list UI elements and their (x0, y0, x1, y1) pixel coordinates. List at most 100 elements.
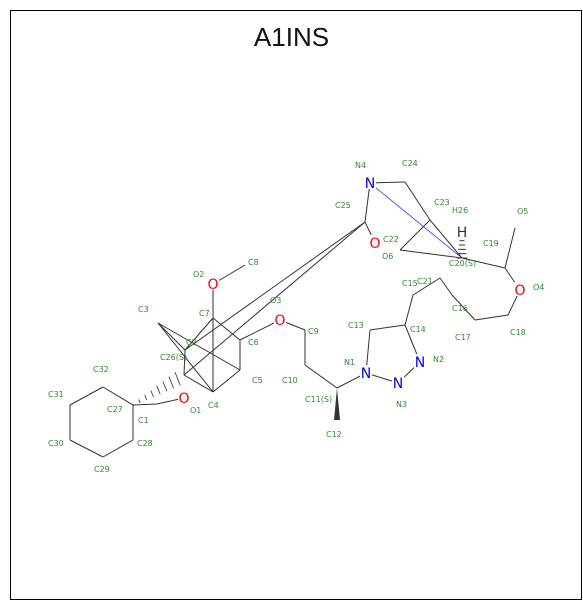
atom-label-c6: C6 (248, 338, 259, 347)
atom-label-c28: C28 (137, 439, 153, 448)
atom-label-c20: C20(S) (449, 259, 476, 268)
atom-label-c9: C9 (308, 327, 319, 336)
bond-C2-C7 (184, 317, 214, 351)
atom-label-c22: C22 (383, 235, 399, 244)
atom-label-c11: C11(S) (305, 395, 332, 404)
hash-wedge-segment (144, 394, 148, 401)
bond-C10-C11 (304, 364, 338, 389)
bond-C3-C5 (157, 322, 241, 371)
atom-symbol-o4: O (514, 283, 525, 299)
bond-C19-C20 (461, 257, 506, 269)
hash-wedge-segment (138, 399, 141, 404)
atom-label-c17: C17 (455, 333, 471, 342)
atom-label-c10: C10 (282, 376, 298, 385)
atom-label-c31: C31 (48, 390, 64, 399)
atom-label-c8: C8 (248, 258, 259, 267)
bond-C14-C15 (404, 294, 414, 326)
atom-label-c26: C26(S) (160, 353, 187, 362)
atom-label-o5: O5 (517, 207, 528, 216)
bond-N4-C25 (364, 182, 371, 223)
atom-label-n1: N1 (344, 358, 355, 367)
hash-wedge-segment (174, 372, 181, 386)
symbol-backdrop (514, 282, 526, 296)
bond-C29-C30 (69, 439, 104, 458)
atom-label-c27: C27 (107, 405, 123, 414)
bond-C20-C22 (399, 249, 463, 259)
atom-label-o1: O1 (190, 406, 201, 415)
bond-C26-C25 (183, 221, 366, 376)
atom-symbol-n3: N (393, 376, 403, 392)
symbol-backdrop (360, 365, 372, 379)
hash-wedge-segment (132, 403, 134, 407)
bond-C27-C1 (132, 403, 158, 406)
atom-label-c13: C13 (348, 321, 364, 330)
symbol-backdrop (392, 375, 404, 389)
atom-label-c12: C12 (326, 430, 342, 439)
bond-C13-C14 (369, 324, 406, 331)
bond-C4-C26 (183, 374, 214, 393)
atom-label-c23: C23 (434, 198, 450, 207)
bond-C2-C3 (157, 322, 186, 351)
atom-label-c15: C15 (402, 279, 418, 288)
atom-label-h26: H26 (452, 206, 468, 215)
bond-C16-C17 (451, 294, 476, 321)
bond-C31-C32 (69, 386, 104, 406)
bond-C22-C23 (399, 219, 431, 251)
molecule-title: A1INS (253, 22, 330, 52)
symbol-backdrop (207, 276, 219, 290)
atom-label-c29: C29 (94, 465, 110, 474)
symbol-backdrop (414, 354, 426, 368)
atom-label-c14: C14 (410, 325, 426, 334)
diagram-frame (10, 10, 582, 600)
bond-C20-C23 (429, 219, 463, 259)
atom-symbol-h26: H (457, 225, 468, 241)
atom-label-c1: C1 (138, 416, 149, 425)
atom-label-o4: O4 (533, 283, 544, 292)
atom-symbol-n4: N (365, 176, 375, 192)
bond-C19-O5 (504, 227, 516, 269)
symbol-backdrop (178, 390, 190, 404)
atom-label-c4: C4 (208, 401, 219, 410)
symbol-backdrop (274, 312, 286, 326)
atom-label-c3: C3 (138, 305, 149, 314)
atom-label-c7: C7 (199, 309, 210, 318)
wedge-C11-C12 (334, 388, 340, 420)
atom-symbol-n2: N (415, 355, 425, 371)
atom-label-c30: C30 (48, 439, 64, 448)
atom-label-c25: C25 (335, 201, 351, 210)
atom-symbol-o3: O (274, 313, 285, 329)
hash-wedge-segment (168, 376, 174, 389)
atom-label-c5: C5 (252, 376, 263, 385)
bond-C26-C2 (183, 349, 186, 376)
bond-C3-C4 (157, 322, 214, 393)
symbol-backdrop (364, 175, 376, 189)
atom-label-o3: O3 (270, 296, 281, 305)
hash-wedge-segment (150, 390, 154, 398)
atom-label-c24: C24 (402, 159, 418, 168)
hash-wedge-segment (156, 385, 161, 395)
symbol-backdrop (369, 235, 381, 249)
bond-C23-C24 (404, 181, 431, 221)
atom-label-c18: C18 (510, 328, 526, 337)
bond-C15-C21 (412, 277, 441, 296)
atom-symbol-o2: O (207, 277, 218, 293)
atom-label-n3: N3 (396, 400, 407, 409)
atom-label-n4: N4 (355, 161, 366, 170)
bond-C32-C27 (102, 386, 134, 406)
hash-wedge-segment (162, 381, 168, 392)
symbol-backdrop (456, 224, 468, 238)
atom-label-o6: O6 (382, 252, 393, 261)
atom-symbol-o1: O (178, 391, 189, 407)
bond-C21-C16 (439, 277, 453, 296)
bond-C7-C6 (212, 317, 241, 341)
atom-label-n2: N2 (433, 355, 444, 364)
atom-label-c32: C32 (93, 365, 109, 374)
atom-symbol-o6: O (369, 236, 380, 252)
bond-C28-C29 (102, 439, 134, 458)
bond-C6-O3 (239, 319, 281, 341)
atom-label-c19: C19 (483, 239, 499, 248)
bond-N4-C20 (369, 182, 463, 259)
